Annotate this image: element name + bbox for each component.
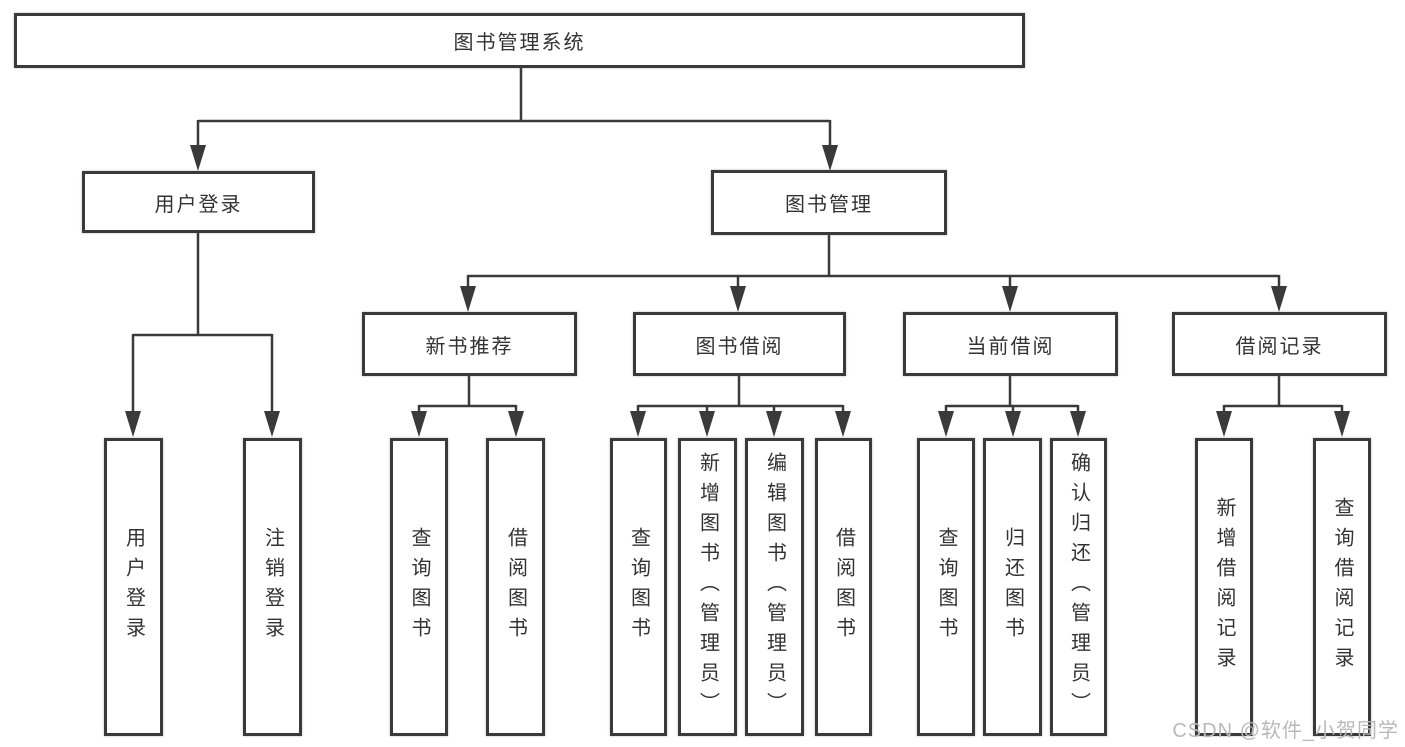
node-leaf-borrow-books: 借阅图书 — [815, 438, 872, 736]
node-book-borrowing: 图书借阅 — [633, 312, 846, 376]
node-leaf-confirm-return-admin: 确认归还（管理员） — [1050, 438, 1107, 736]
node-user-login: 用户登录 — [82, 171, 315, 233]
node-leaf-query-books-recommend: 查询图书 — [390, 438, 448, 736]
node-leaf-return-books: 归还图书 — [983, 438, 1042, 736]
node-borrowing-records: 借阅记录 — [1172, 312, 1387, 376]
node-new-book-recommendation: 新书推荐 — [362, 312, 577, 376]
node-leaf-edit-books-admin: 编辑图书（管理员） — [745, 438, 804, 736]
arrowhead-icons — [125, 145, 1350, 437]
node-book-management: 图书管理 — [711, 170, 947, 235]
node-leaf-user-login: 用户登录 — [104, 438, 163, 736]
node-library-management-system: 图书管理系统 — [14, 13, 1025, 68]
csdn-watermark: CSDN @软件_小贺同学 — [1172, 720, 1399, 742]
node-leaf-add-books-admin: 新增图书（管理员） — [678, 438, 737, 736]
node-leaf-logout: 注销登录 — [243, 438, 302, 736]
node-current-borrowing: 当前借阅 — [903, 312, 1118, 376]
node-leaf-borrow-books-recommend: 借阅图书 — [486, 438, 545, 736]
node-leaf-query-borrow-record: 查询借阅记录 — [1313, 438, 1371, 736]
node-leaf-query-books-current: 查询图书 — [917, 438, 975, 736]
node-leaf-add-borrow-record: 新增借阅记录 — [1195, 438, 1253, 736]
node-leaf-query-books-borrow: 查询图书 — [610, 438, 667, 736]
